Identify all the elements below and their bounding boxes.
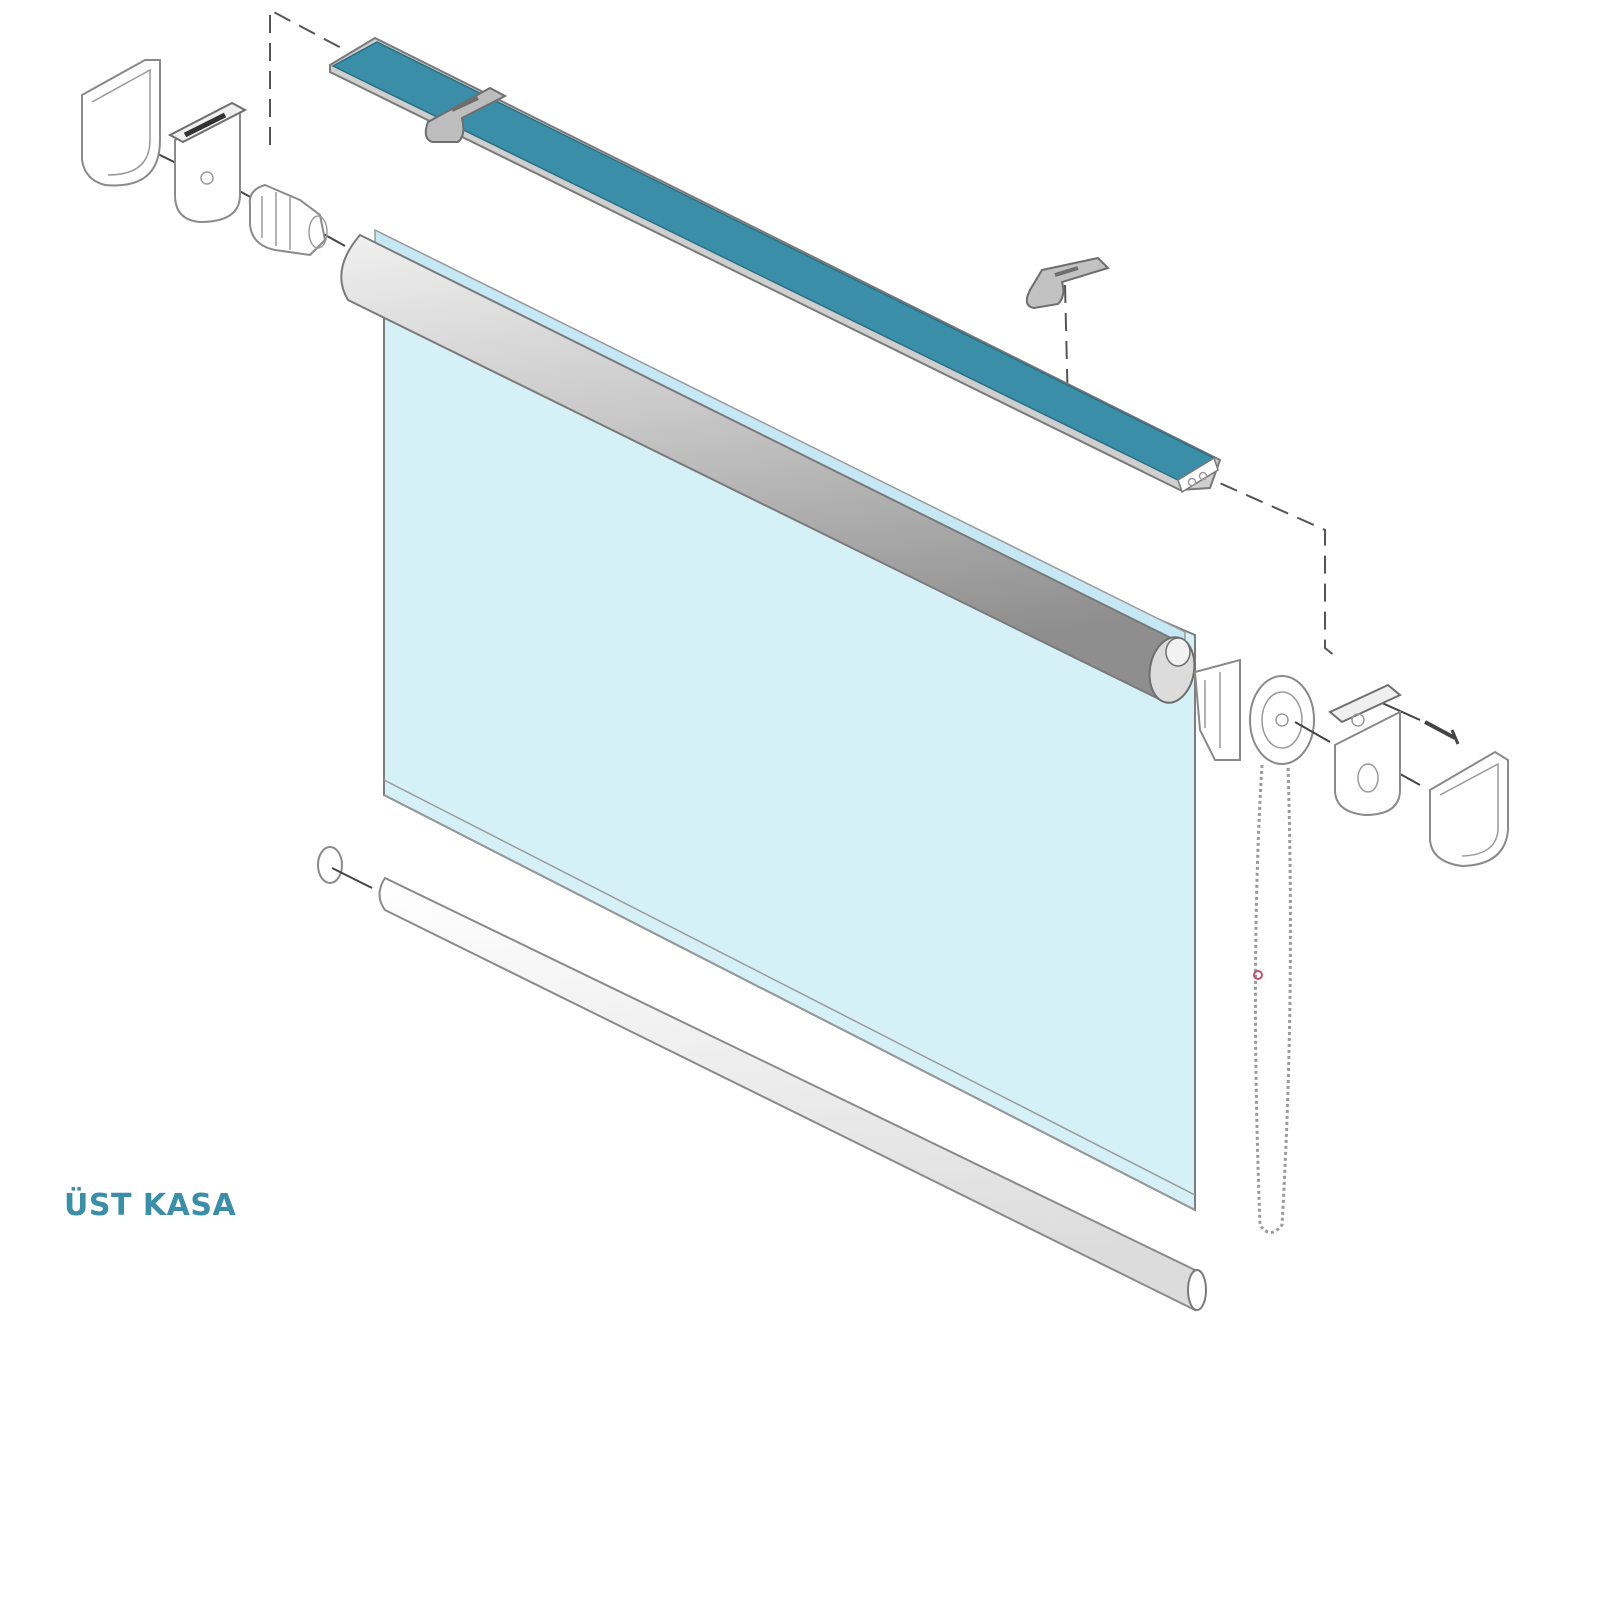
right-end-cap-inner <box>1439 762 1499 857</box>
chain-control-unit <box>1193 658 1315 765</box>
right-end-cap <box>1429 750 1509 868</box>
headrail-label: ÜST KASA <box>64 1188 237 1223</box>
roller-tube <box>340 233 1196 704</box>
spare-clip <box>1025 256 1110 310</box>
mounting-screw <box>1424 720 1460 745</box>
fabric-hem-line <box>383 779 1196 1196</box>
assembly-guide-lines <box>269 8 1341 661</box>
headrail-clip <box>424 86 508 143</box>
bottom-bar <box>378 876 1207 1312</box>
left-end-cap <box>81 59 161 187</box>
right-bracket <box>1328 683 1402 817</box>
left-bracket <box>167 101 248 224</box>
left-end-cap-inner <box>91 68 151 176</box>
bead-chain <box>1253 764 1292 1234</box>
fabric-bottom-edge <box>383 794 1196 1211</box>
left-end-plug <box>248 183 328 257</box>
bottom-bar-end-cap <box>317 846 373 889</box>
top-headrail <box>329 36 1222 494</box>
chain-connector <box>1253 970 1263 980</box>
right-axis-line-1 <box>1294 721 1331 743</box>
